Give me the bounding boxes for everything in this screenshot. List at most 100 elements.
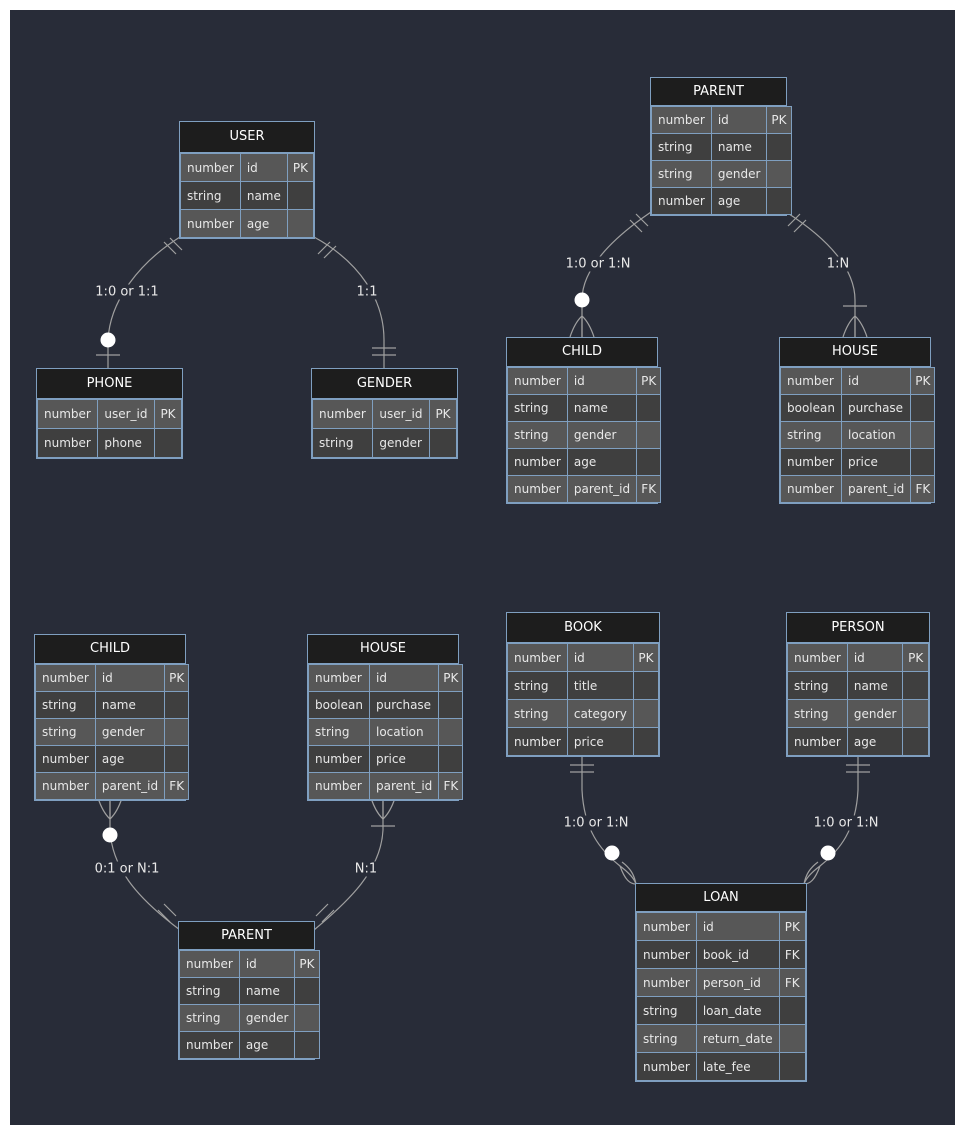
attribute-key <box>438 745 464 773</box>
attribute-key <box>902 727 929 756</box>
attribute-name: name <box>239 181 288 210</box>
attribute-key <box>636 448 662 476</box>
relationship-line-book-loan <box>581 755 637 885</box>
attribute-name: gender <box>566 421 638 449</box>
entity-title: GENDER <box>312 369 457 399</box>
attribute-key <box>910 394 936 422</box>
attribute-name: name <box>238 977 296 1005</box>
attribute-key: FK <box>438 772 464 800</box>
relationship-label-child-parent: 0:1 or N:1 <box>91 861 163 877</box>
attribute-key <box>294 1004 320 1032</box>
attribute-type: string <box>780 421 842 449</box>
crow-mark <box>97 797 123 820</box>
attribute-key <box>766 187 792 215</box>
attribute-type: number <box>780 475 842 503</box>
attribute-name: parent_id <box>566 475 638 503</box>
attribute-key <box>902 671 929 700</box>
attribute-key <box>910 448 936 476</box>
attribute-name: age <box>239 209 288 238</box>
attribute-type: string <box>636 996 697 1025</box>
attribute-type: string <box>311 428 374 458</box>
attribute-key <box>294 977 320 1005</box>
relationship-line-person-loan <box>803 755 859 885</box>
zero-optional-marker <box>102 827 118 843</box>
attribute-key: PK <box>910 367 936 395</box>
attribute-name: book_id <box>695 940 780 969</box>
attribute-key <box>429 428 457 458</box>
attribute-name: gender <box>846 699 904 728</box>
attribute-key: FK <box>778 940 807 969</box>
attribute-key <box>778 996 807 1025</box>
crow-mark <box>315 903 335 923</box>
attribute-name: location <box>368 718 440 746</box>
crow-mark <box>317 241 337 259</box>
relationship-label-parent-house: 1:N <box>823 256 853 272</box>
attribute-type: number <box>311 399 374 429</box>
attribute-type: string <box>651 133 712 161</box>
attribute-type: number <box>36 428 99 458</box>
attribute-type: number <box>507 643 568 672</box>
attribute-name: price <box>368 745 440 773</box>
zero-optional-marker <box>100 332 116 348</box>
attribute-key: FK <box>910 475 936 503</box>
attribute-type: number <box>179 1031 240 1059</box>
attribute-name: id <box>840 367 912 395</box>
attribute-type: string <box>35 718 96 746</box>
attribute-key <box>286 209 315 238</box>
attribute-name: parent_id <box>94 772 166 800</box>
attribute-type: boolean <box>308 691 370 719</box>
attribute-key <box>438 718 464 746</box>
crow-mark <box>842 315 868 338</box>
crow-mark <box>370 797 396 820</box>
attribute-type: string <box>651 160 712 188</box>
attribute-key <box>164 745 190 773</box>
attribute-type: string <box>35 691 96 719</box>
attribute-name: category <box>566 699 634 728</box>
attribute-name: id <box>238 950 296 978</box>
attribute-name: person_id <box>695 968 780 997</box>
attribute-name: id <box>566 643 634 672</box>
attribute-key: FK <box>636 475 662 503</box>
attribute-type: number <box>507 727 568 756</box>
attribute-name: id <box>695 912 780 941</box>
attribute-key: PK <box>164 664 190 692</box>
attribute-type: number <box>180 209 241 238</box>
